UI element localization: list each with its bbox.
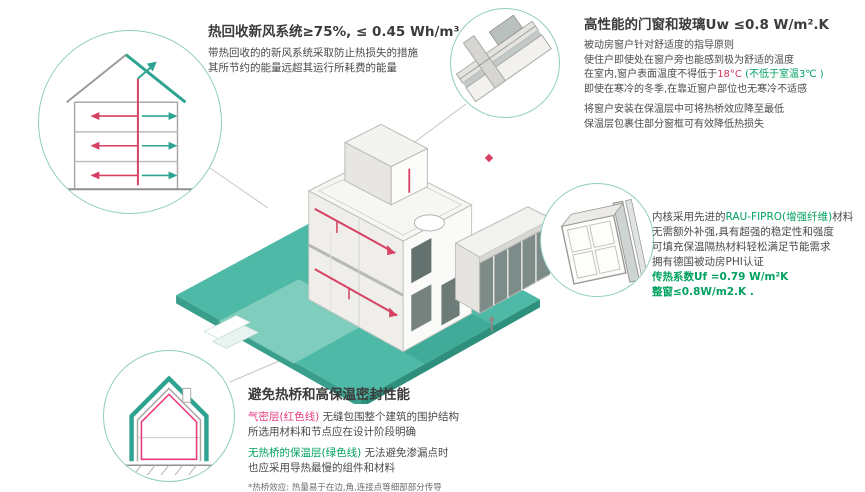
thermal-section: 避免热桥和高保温密封性能 气密层(红色线) 无缝包围整个建筑的围护结构 所选用材… xyxy=(248,383,648,492)
windows-line3: 在室内,窗户表面温度不得低于18°C (不低于室温3℃ ) xyxy=(584,69,824,80)
windows-line2: 使住户即使处在窗户旁也能感到极为舒适的温度 xyxy=(584,54,794,66)
ventilation-detail-illustration xyxy=(38,30,222,214)
heat-recovery-line1: 带热回收的的新风系统采取防止热损失的措施 xyxy=(208,47,418,59)
thermal-line2: 所选用材料和节点应在设计阶段明确 xyxy=(248,426,416,438)
heat-recovery-title: 热回收新风系统≥75%, ≤ 0.45 Wh/m³ xyxy=(208,24,460,40)
profile-line2: 无需额外补强,具有超强的稳定性和强度 xyxy=(652,226,834,238)
profile-uf-value: 传热系数Uf =0.79 W/m²K xyxy=(652,271,789,283)
isometric-house-illustration xyxy=(176,123,550,404)
windows-line6: 保温层包裹住部分窗框可有效降低热损失 xyxy=(584,118,764,130)
thermal-line3: 无热桥的保温层(绿色线) 无法避免渗漏点时 xyxy=(248,447,449,459)
profile-line3: 可填充保温隔热材料轻松满足节能需求 xyxy=(652,241,831,253)
windows-temp-value: 18°C xyxy=(717,69,742,80)
window-corner-detail-illustration xyxy=(450,8,560,118)
profile-line1: 内核采用先进的RAU-FIPRO(增强纤维)材料 xyxy=(652,211,854,223)
thermal-line1: 气密层(红色线) 无缝包围整个建筑的围护结构 xyxy=(248,411,460,423)
windows-line5: 将窗户安装在保温层中可将热桥效应降至最低 xyxy=(584,104,784,115)
thermal-title: 避免热桥和高保温密封性能 xyxy=(248,387,410,403)
heat-recovery-line2: 其所节约的能量远超其运行所耗费的能量 xyxy=(208,62,397,74)
windows-section: 高性能的门窗和玻璃Uw ≤0.8 W/m².K 被动房窗户针对舒适度的指导原则 … xyxy=(584,13,862,132)
profile-line4: 拥有德国被动房PHI认证 xyxy=(652,256,764,268)
heat-recovery-section: 热回收新风系统≥75%, ≤ 0.45 Wh/m³ 带热回收的的新风系统采取防止… xyxy=(208,20,578,76)
thermal-bridge-detail-illustration xyxy=(103,350,235,482)
thermal-line4: 也应采用导热最慢的组件和材料 xyxy=(248,462,395,474)
windows-line4: 即使在寒冷的冬季,在靠近窗户部位也无寒冷不适感 xyxy=(584,83,808,95)
windows-line1: 被动房窗户针对舒适度的指导原则 xyxy=(584,40,734,51)
windows-temp-note: (不低于室温3℃ ) xyxy=(741,69,824,80)
windows-title: 高性能的门窗和玻璃Uw ≤0.8 W/m².K xyxy=(584,17,829,33)
thermal-footnote: *热桥效应: 热量易于在边,角,连接点等细部部分传导 xyxy=(248,483,442,492)
thermal-body: 气密层(红色线) 无缝包围整个建筑的围护结构 所选用材料和节点应在设计阶段明确 … xyxy=(248,410,648,476)
windows-body: 被动房窗户针对舒适度的指导原则 使住户即使处在窗户旁也能感到极为舒适的温度 在室… xyxy=(584,39,862,132)
profile-material-name: RAU-FIPRO(增强纤维) xyxy=(725,211,833,223)
profile-section: 内核采用先进的RAU-FIPRO(增强纤维)材料 无需额外补强,具有超强的稳定性… xyxy=(652,210,864,300)
window-profile-detail-illustration xyxy=(540,183,654,297)
airtight-layer-label: 气密层(红色线) xyxy=(248,411,320,423)
insulation-layer-label: 无热桥的保温层(绿色线) xyxy=(248,447,362,459)
profile-uw-value: 整窗≤0.8W/m2.K . xyxy=(652,286,754,298)
